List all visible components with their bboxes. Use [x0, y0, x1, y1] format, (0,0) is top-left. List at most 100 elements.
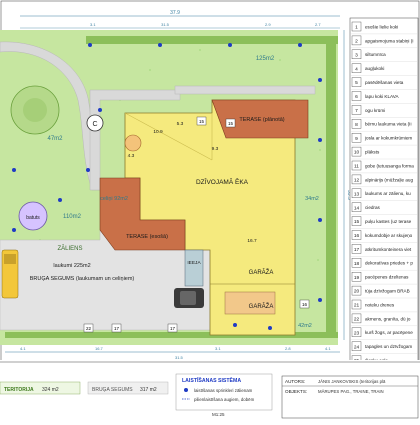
legend-label: siltumnīca [365, 52, 386, 57]
legend-number-box [351, 21, 362, 32]
legend-row: 18 dekoratīvas priedes + p [350, 258, 418, 271]
legend-number: 21 [354, 303, 360, 309]
legend-label: augļukoki [365, 66, 384, 71]
legend-number: 16 [354, 233, 360, 239]
sprinkler-legend-icon [184, 388, 188, 392]
irrigation-box [175, 373, 273, 411]
legend-number: 4 [355, 66, 358, 72]
terrace-planned [211, 99, 309, 139]
legend-label: dekoratīvas priedes + p [365, 261, 413, 266]
playground-c-label: C [92, 121, 97, 128]
bottom-dim-6: 4.1 [325, 346, 331, 351]
bottom-dim-4: 3.1 [215, 346, 221, 351]
bottom-dim-1: 4.1 [20, 346, 26, 351]
legend-label: kurš žogs, ar pacēpene [365, 330, 413, 335]
legend-number: 13 [354, 191, 360, 197]
legend-label: lapu koki KLAVA [365, 94, 399, 99]
legend-number-box [351, 327, 362, 337]
legend-number-box [351, 35, 362, 46]
house-label: DZĪVOJAMĀ ĒKA [196, 178, 249, 186]
area-gravel: laukumi 225m2 [53, 263, 90, 269]
legend-number: 18 [354, 261, 360, 267]
legend-label: laukums ar zālienu, ku [365, 191, 411, 196]
legend-label: bērnu laukuma vieta (Ii [365, 122, 411, 127]
north-path [174, 85, 316, 95]
entrance-label: IEEJA [187, 260, 201, 266]
legend-number: 22 [354, 317, 360, 323]
building-dim-4: 4.3 [128, 153, 135, 159]
legend-number-box [351, 146, 362, 157]
legend-row: 4 augļukoki [350, 63, 418, 76]
legend-number-box [351, 49, 362, 59]
building-dim-3: 16.7 [247, 238, 257, 244]
legend-number: 23 [354, 330, 360, 336]
irrigation-row-1: laistīšanas sprinkleri zālienam [194, 388, 253, 393]
svg-text:22: 22 [86, 326, 92, 331]
legend-number-box [351, 313, 362, 324]
trampoline-label: batuts [26, 215, 40, 221]
legend-number-box [351, 299, 362, 310]
legend-number-box [351, 230, 362, 240]
legend-number: 8 [355, 122, 358, 128]
legend-label: josla ar kokumkrūmiem [364, 136, 412, 141]
large-tree-core [23, 98, 47, 122]
top-dim-2: 3.1 [90, 22, 96, 27]
trampoline-icon [18, 201, 48, 231]
area-top-lawn: 125m2 [256, 56, 275, 62]
svg-text:17: 17 [170, 326, 176, 331]
legend-row: 8 bērnu laukuma vieta (Ii [350, 119, 418, 132]
legend-number: 24 [354, 344, 360, 350]
legend-label: ogu krūmi [365, 108, 385, 113]
area-path: celiņi 92m2 [100, 196, 128, 202]
legend-number: 19 [354, 275, 360, 281]
car-window [180, 291, 196, 305]
bottom-hedge [5, 332, 338, 338]
legend-label: kokumdobje ar skujeņo [365, 233, 413, 238]
legend-number: 2 [355, 39, 358, 45]
right-hedge [326, 36, 336, 336]
area-lawn-mid: 110m2 [63, 214, 82, 220]
legend-number-box [351, 132, 362, 143]
legend-number: 15 [354, 219, 360, 225]
legend-number: 17 [354, 247, 360, 253]
truck-cab [4, 254, 16, 264]
overall-height-label: 33.5 [346, 190, 352, 200]
legend-number-box [351, 258, 362, 268]
legend-label: apgaismojuma stabiņi (I [365, 38, 414, 43]
legend-number-box [351, 63, 362, 73]
area-lawn-right: 34m2 [305, 196, 319, 202]
legend-label: alpinārijs (mūžzaļie aug [365, 177, 413, 182]
legend-label: ciedras [365, 205, 381, 210]
object-value: MĀRUPES PAG., TRAINE, TRAIN [318, 389, 384, 394]
legend-number-box [351, 160, 362, 171]
garage-label-2: GARĀŽA [249, 302, 274, 310]
legend-number: 7 [355, 108, 358, 114]
garage-label-1: GARĀŽA [249, 268, 274, 276]
legend-number-box [351, 202, 362, 212]
irrigation-row-2: pilienlaistīšana augiem, dobēm [194, 397, 255, 402]
svg-text:15: 15 [228, 121, 234, 126]
legend-number-box [351, 216, 362, 226]
overall-width-label: 37.9 [170, 10, 180, 16]
legend-row: 22 akmens, granīta, dū jo [350, 313, 418, 326]
legend-row: 16 kokumdobje ar skujeņo [350, 230, 418, 243]
territory-value: 324 m2 [42, 387, 59, 393]
legend-number: 3 [355, 52, 358, 58]
legend-number-box [351, 272, 362, 282]
plan-item-markers: 15 15 16 22 17 17 [83, 116, 310, 333]
object-label: OBJEKTS: [285, 389, 307, 394]
paving-total-label: BRUĢA SEGUMS [92, 387, 133, 393]
legend-label: gobe (tetuusanga forma [365, 163, 414, 168]
legend-label: akmens, granīta, dū jo [365, 316, 411, 321]
legend-row: 13 laukums ar zālienu, ku [350, 188, 418, 201]
legend-row: 3 siltumnīca [350, 49, 418, 62]
